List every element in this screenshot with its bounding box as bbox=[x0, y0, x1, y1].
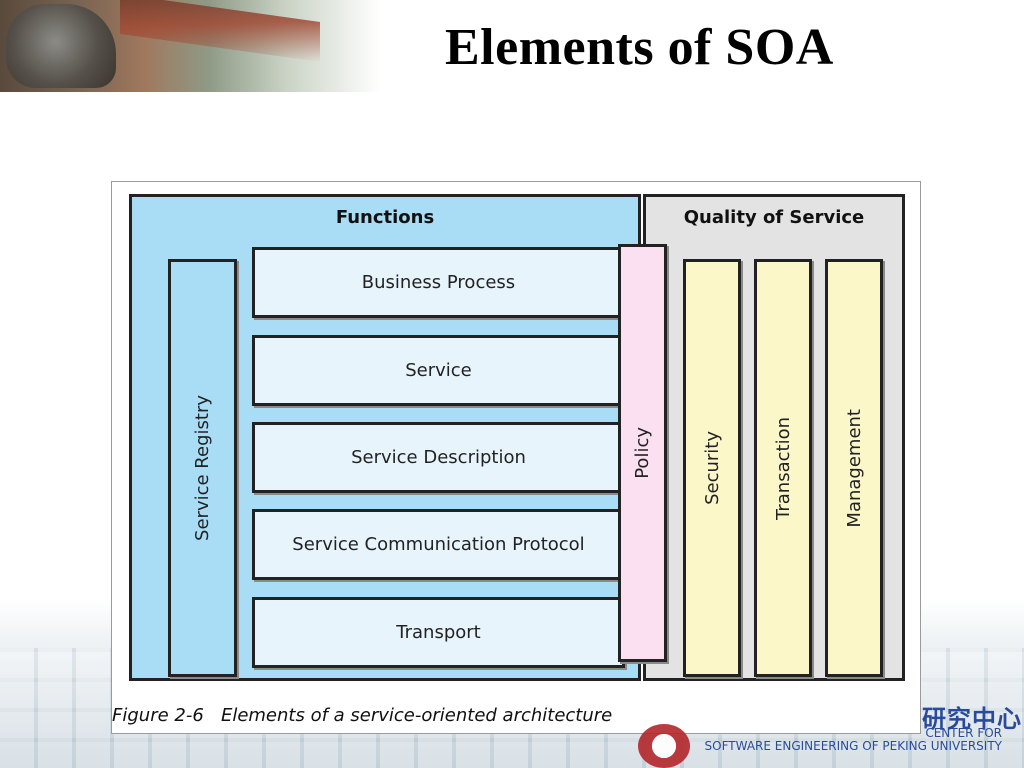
logo-english-text: CENTER FOR SOFTWARE ENGINEERING OF PEKIN… bbox=[697, 727, 1002, 753]
qos-transaction-label: Transaction bbox=[772, 416, 794, 520]
service-registry-box: Service Registry bbox=[168, 259, 237, 677]
figure-caption: Figure 2-6 Elements of a service-oriente… bbox=[112, 705, 613, 726]
page-title: Elements of SOA bbox=[445, 19, 834, 76]
layer-service: Service bbox=[252, 335, 625, 406]
qos-transaction-box: Transaction bbox=[754, 259, 812, 677]
university-seal-logo bbox=[638, 724, 690, 768]
logo-chinese-text: 研究中心 bbox=[922, 705, 1022, 733]
logo-english-line1: CENTER FOR bbox=[925, 726, 1002, 740]
soa-figure: Functions Service Registry Business Proc… bbox=[111, 181, 921, 734]
logo-english-line2: SOFTWARE ENGINEERING OF PEKING UNIVERSIT… bbox=[704, 739, 1002, 753]
qos-security-label: Security bbox=[701, 431, 723, 505]
quality-of-service-panel: Quality of Service Security Transaction … bbox=[643, 194, 905, 681]
qos-security-box: Security bbox=[683, 259, 741, 677]
service-registry-label: Service Registry bbox=[192, 395, 213, 541]
layer-transport: Transport bbox=[252, 597, 625, 668]
functions-title: Functions bbox=[335, 207, 435, 228]
header-photo bbox=[0, 0, 380, 92]
temple-roof-image bbox=[120, 0, 320, 63]
qos-management-box: Management bbox=[825, 259, 883, 677]
quality-of-service-title: Quality of Service bbox=[683, 207, 865, 228]
functions-panel: Functions Service Registry Business Proc… bbox=[129, 194, 641, 681]
qos-management-label: Management bbox=[843, 408, 865, 528]
stone-lion-image bbox=[6, 4, 116, 88]
layer-business-process: Business Process bbox=[252, 247, 625, 318]
layer-service-description: Service Description bbox=[252, 422, 625, 493]
policy-label: Policy bbox=[632, 427, 653, 479]
layer-service-communication-protocol: Service Communication Protocol bbox=[252, 509, 625, 580]
policy-box: Policy bbox=[618, 244, 667, 662]
